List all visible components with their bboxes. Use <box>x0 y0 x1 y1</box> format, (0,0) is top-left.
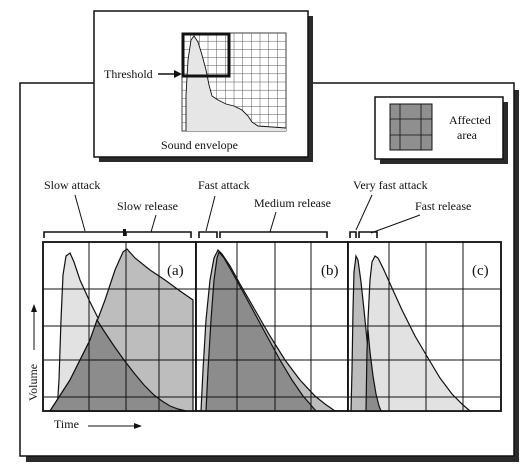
panel-a: (a) <box>42 241 197 412</box>
panel-b-grid <box>196 242 348 411</box>
panel-b: (b) <box>195 241 349 412</box>
bracket-very-fast-attack <box>349 231 357 238</box>
slow-attack-pointer <box>74 194 86 232</box>
annotation-slow-release: Slow release <box>117 199 178 213</box>
annotation-slow-attack: Slow attack <box>44 178 100 192</box>
panel-c-label: (c) <box>472 263 489 279</box>
y-axis-arrow-icon <box>31 304 37 350</box>
inset-envelope-fill <box>186 36 286 131</box>
threshold-label: Threshold <box>104 67 153 81</box>
threshold-arrow-icon <box>158 70 182 78</box>
x-axis-label: Time <box>54 417 79 431</box>
panel-a-affected-area <box>48 318 187 412</box>
panel-b-label: (b) <box>321 263 339 279</box>
legend-label-line1: Affected <box>449 113 491 127</box>
inset-envelope-curve <box>185 35 287 131</box>
bracket-fast-release <box>358 231 378 238</box>
panel-b-affected-area <box>205 250 318 412</box>
annotation-fast-attack: Fast attack <box>198 178 250 192</box>
panel-c-grid <box>348 242 501 411</box>
inset-caption: Sound envelope <box>161 138 238 152</box>
legend-label-line2: area <box>457 128 478 142</box>
x-axis-arrow-icon <box>88 423 142 429</box>
panel-c: (c) <box>347 241 502 412</box>
y-axis-label: Volume <box>26 364 40 401</box>
slow-release-pointer <box>150 214 157 233</box>
legend-swatch <box>389 103 433 151</box>
bracket-medium-release <box>219 231 328 238</box>
fast-attack-pointer <box>205 195 216 232</box>
panel-c-affected-area <box>365 329 382 412</box>
panel-a-grid <box>43 242 196 411</box>
inset-envelope-grid <box>181 32 287 132</box>
fast-release-pointer <box>370 214 421 234</box>
annotation-very-fast-attack: Very fast attack <box>353 178 428 192</box>
annotation-fast-release: Fast release <box>415 199 471 213</box>
slow-release-divider-mark <box>123 229 126 236</box>
panel-a-label: (a) <box>167 263 184 279</box>
medium-release-pointer <box>269 211 277 233</box>
inset-threshold-box <box>181 32 231 78</box>
annotation-medium-release: Medium release <box>254 196 331 210</box>
very-fast-attack-pointer <box>355 194 373 231</box>
bracket-fast-attack <box>198 231 218 238</box>
